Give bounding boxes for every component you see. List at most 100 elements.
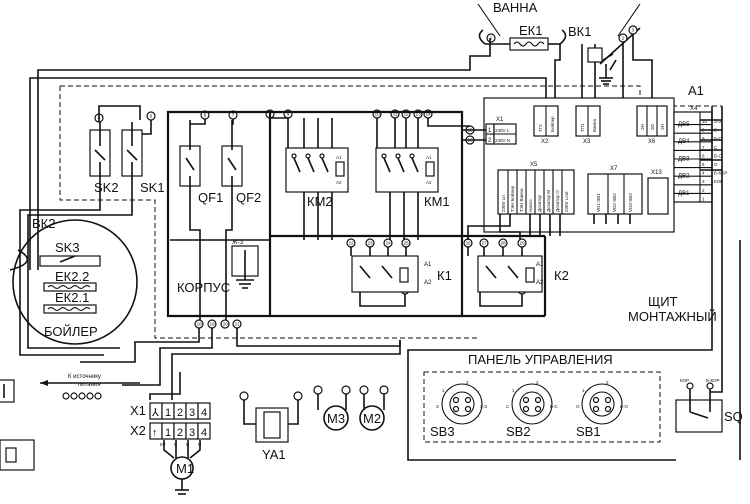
button-pin-label: О: [576, 404, 580, 409]
wire-number: 20: [223, 322, 229, 327]
ya1-solenoid: [239, 391, 303, 443]
strip-cell: [197, 402, 211, 420]
x1-terminal-block: 1 2 230V L 230V N: [485, 123, 517, 145]
button-pin: [604, 405, 612, 413]
button-pin: [522, 396, 530, 404]
label-qf1: QF1: [198, 190, 223, 205]
wire-number: 14: [426, 112, 432, 117]
x4-name: ДВ5: [678, 122, 690, 128]
x4-signal: Б-С: [714, 136, 722, 141]
label-sk2: SK2: [94, 180, 119, 195]
contact: [293, 157, 301, 173]
x3-pin-2: Ванна: [592, 119, 597, 132]
qf1-breaker: [179, 120, 201, 194]
wire-number: 19: [210, 322, 216, 327]
button-pin-label: Б-О: [620, 404, 628, 409]
label-k1: К1: [437, 268, 452, 283]
wire-number: 25: [404, 241, 410, 246]
label-sq: SQ: [724, 409, 743, 424]
button-pin-label: 1: [512, 388, 515, 393]
label-zh3: Ж-З: [232, 240, 244, 246]
strip-cell-label: 2: [177, 427, 183, 439]
label-bk2: ВК2: [32, 216, 55, 231]
bath-edge-left: [477, 3, 501, 37]
contact-node: [305, 153, 311, 159]
x4-name: ДВ1: [678, 191, 690, 197]
x5-label: Дозатор М: [546, 190, 551, 212]
sk2-thermostat: [89, 122, 111, 188]
wire-number: 21: [235, 322, 241, 327]
sk1-thermostat: [121, 122, 143, 188]
label-m2: M2: [363, 411, 381, 426]
label-bk1: ВК1: [568, 24, 591, 39]
strip-cell-label: 1: [165, 407, 171, 419]
x6-pin-2: ЗО: [650, 123, 655, 130]
strip-symbol: ↑: [152, 427, 158, 439]
coil-a1: A1: [426, 155, 432, 160]
relay-contact: [507, 265, 519, 279]
x5-label: 230V Lout: [564, 191, 569, 212]
label-shield-1: ЩИТ: [648, 294, 678, 309]
label-source-1: К источнику: [68, 374, 101, 380]
relay-contact: [359, 265, 371, 279]
wire-number: 6: [204, 113, 207, 118]
label-a1: А1: [688, 83, 704, 98]
wire-number: 29: [520, 241, 526, 246]
wire-number: 24: [386, 241, 392, 246]
x5-label: Насос: [528, 198, 533, 212]
x4-pin: 5: [702, 162, 705, 167]
x4-pin: 4: [702, 171, 705, 176]
relay-coil: [399, 267, 409, 283]
sq-pin-bkor: Б-КОР: [706, 378, 720, 383]
x6-pin-1: ЗН: [640, 124, 645, 130]
button-pin: [534, 405, 542, 413]
sk3-switch: [39, 255, 101, 267]
label-qf2: QF2: [236, 190, 261, 205]
left-edge-fragments: [0, 379, 35, 471]
x3-pin-1: ТП1: [580, 123, 585, 132]
ek1-heater: [478, 29, 567, 51]
label-source-2: питания: [78, 382, 101, 388]
wire-number: 26: [466, 241, 472, 246]
m3-motor: [313, 385, 351, 431]
x5-label: Дозатор: [537, 194, 542, 212]
contact: [307, 157, 315, 173]
contact: [411, 157, 419, 173]
contact-node: [381, 153, 387, 159]
label-bath: ВАННА: [493, 0, 538, 15]
x3-terminal-block: ТП1 Ванна: [575, 105, 601, 137]
coil-a2: A2: [426, 180, 432, 185]
button-pin: [592, 405, 600, 413]
relay-contact: [485, 265, 497, 279]
label-x4-block: X4: [690, 106, 698, 112]
label-ek1: ЕК1: [519, 23, 542, 38]
k1-coil-a2: A2: [424, 280, 432, 286]
contact-node: [395, 153, 401, 159]
button-inner: [589, 391, 615, 417]
coil-a1: A1: [336, 155, 342, 160]
power-source-arrow: [40, 380, 140, 386]
wire-number: 28: [501, 241, 507, 246]
ek22-heater: [43, 282, 97, 292]
button-pin-label: С: [506, 404, 510, 409]
strip-cell-label: 3: [189, 407, 195, 419]
k2-relay: [477, 255, 543, 293]
label-boiler: БОЙЛЕР: [44, 324, 98, 339]
wire-number: 11: [393, 112, 398, 117]
coil-a2: A2: [336, 180, 342, 185]
x2-pin-2: Бойлер: [549, 116, 555, 132]
x4-signal: О: [714, 162, 718, 167]
qf2-breaker: [221, 120, 243, 194]
wire-number: 2: [622, 36, 625, 41]
x4-signal: Б-О: [714, 153, 722, 158]
strip-cell-label: 1: [165, 427, 171, 439]
x4-name: ДВ3: [678, 156, 690, 162]
sq-pin-kor: КОР: [680, 378, 689, 383]
button-inner: [519, 391, 545, 417]
button-pin-label: З: [436, 404, 439, 409]
label-x5-block: X5: [530, 162, 538, 168]
x5-label: Дозатор О: [555, 190, 560, 212]
